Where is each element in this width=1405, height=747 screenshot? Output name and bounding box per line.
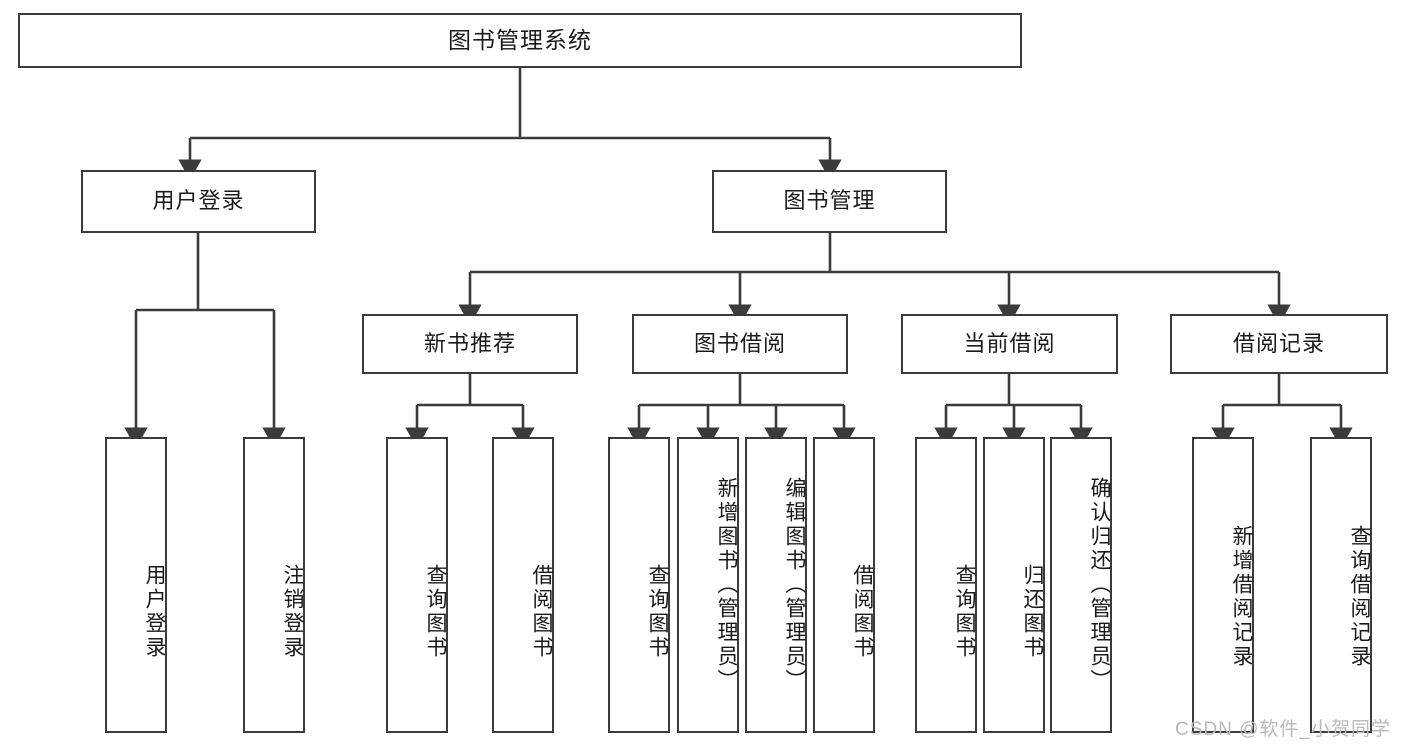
node-book-management-label: 图书管理 xyxy=(783,188,876,214)
leaf-borrow-books-borrow[interactable]: 借阅图书 xyxy=(813,437,875,733)
node-current-borrow-label: 当前借阅 xyxy=(963,330,1056,356)
leaf-query-books-borrow-label: 查询图书 xyxy=(646,564,669,660)
leaf-confirm-return-admin-label: 确认归还（管理员） xyxy=(1088,477,1111,693)
leaf-query-books-borrow[interactable]: 查询图书 xyxy=(608,437,670,733)
leaf-add-borrow-record[interactable]: 新增借阅记录 xyxy=(1192,437,1254,733)
leaf-add-book-admin[interactable]: 新增图书（管理员） xyxy=(677,437,739,733)
leaf-add-borrow-record-label: 新增借阅记录 xyxy=(1230,525,1253,669)
node-borrow-records[interactable]: 借阅记录 xyxy=(1170,314,1388,374)
node-borrow-records-label: 借阅记录 xyxy=(1232,330,1325,356)
node-user-login[interactable]: 用户登录 xyxy=(81,170,316,233)
node-book-management[interactable]: 图书管理 xyxy=(712,170,947,233)
node-current-borrow[interactable]: 当前借阅 xyxy=(901,314,1118,374)
leaf-logout[interactable]: 注销登录 xyxy=(243,437,305,733)
leaf-add-book-admin-label: 新增图书（管理员） xyxy=(715,477,738,693)
leaf-edit-book-admin-label: 编辑图书（管理员） xyxy=(783,477,806,693)
node-user-login-label: 用户登录 xyxy=(152,188,245,214)
node-new-book-recommend[interactable]: 新书推荐 xyxy=(362,314,578,374)
leaf-query-borrow-record[interactable]: 查询借阅记录 xyxy=(1310,437,1372,733)
node-book-borrow-label: 图书借阅 xyxy=(693,330,786,356)
leaf-confirm-return-admin[interactable]: 确认归还（管理员） xyxy=(1050,437,1112,733)
leaf-return-books-label: 归还图书 xyxy=(1021,564,1044,660)
leaf-query-books-current[interactable]: 查询图书 xyxy=(915,437,977,733)
leaf-query-books-current-label: 查询图书 xyxy=(953,564,976,660)
node-root-label: 图书管理系统 xyxy=(448,26,592,53)
leaf-user-login-label: 用户登录 xyxy=(143,564,166,660)
node-root[interactable]: 图书管理系统 xyxy=(18,13,1022,68)
leaf-borrow-books-borrow-label: 借阅图书 xyxy=(851,564,874,660)
leaf-edit-book-admin[interactable]: 编辑图书（管理员） xyxy=(745,437,807,733)
watermark: CSDN @软件_小贺同学 xyxy=(1175,719,1391,740)
leaf-logout-label: 注销登录 xyxy=(281,564,304,660)
node-book-borrow[interactable]: 图书借阅 xyxy=(632,314,848,374)
leaf-query-books-newbook[interactable]: 查询图书 xyxy=(386,437,448,733)
leaf-borrow-books-newbook-label: 借阅图书 xyxy=(530,564,553,660)
leaf-user-login[interactable]: 用户登录 xyxy=(105,437,167,733)
node-new-book-recommend-label: 新书推荐 xyxy=(423,330,516,356)
leaf-return-books[interactable]: 归还图书 xyxy=(983,437,1045,733)
leaf-query-borrow-record-label: 查询借阅记录 xyxy=(1348,525,1371,669)
leaf-query-books-newbook-label: 查询图书 xyxy=(424,564,447,660)
leaf-borrow-books-newbook[interactable]: 借阅图书 xyxy=(492,437,554,733)
